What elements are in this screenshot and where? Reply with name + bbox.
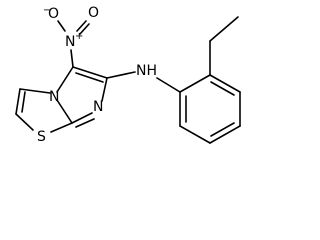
- bond-aryl-c4-c5: [209, 125, 241, 144]
- imidazole-ring-bonds: [56, 66, 108, 128]
- bond-aryl-c1-c2: [179, 74, 211, 93]
- bond-ch2-to-ch3: [209, 16, 239, 42]
- bond-c2-c3-inner: [21, 91, 26, 113]
- nitro-group-bonds: [57, 20, 90, 68]
- chemical-structure-diagram: O − N + O N N S NH: [15, 5, 241, 145]
- atom-bridgehead-nitrogen: N: [49, 89, 59, 105]
- bond-s-c2: [15, 113, 34, 131]
- charge-plus: +: [75, 31, 83, 42]
- bond-c6-nh: [106, 71, 136, 79]
- bond-c2-c3: [15, 88, 21, 115]
- bond-c6-n-imine: [101, 77, 108, 102]
- bond-aryl-c2-c3-inner: [210, 81, 235, 96]
- ethyl-group-bonds: [209, 16, 239, 76]
- bond-c3-n-bridge: [19, 88, 51, 94]
- bond-c5-c6-inner: [75, 72, 104, 83]
- benzene-ring-bonds: [179, 74, 241, 144]
- atom-nitro-nitrogen: N: [65, 34, 75, 50]
- bond-n-imine-c7a: [71, 112, 93, 124]
- thiazole-ring-bonds: [15, 88, 73, 133]
- bond-c7a-n-bridge: [56, 99, 73, 124]
- atom-sulfur: S: [37, 129, 46, 145]
- bond-n-bridge-c5: [56, 66, 74, 93]
- bond-c5-to-nitro-n: [70, 49, 74, 68]
- charge-minus: −: [43, 5, 51, 16]
- bond-aryl-c4-c5-inner: [210, 122, 235, 137]
- atom-imine-nitrogen: N: [93, 99, 103, 115]
- bond-o-minus-to-n-plus: [57, 20, 66, 32]
- bond-aryl-c2-c3: [209, 74, 241, 93]
- atom-oxygen-charged: O: [48, 6, 59, 22]
- bond-c5-c6: [72, 66, 108, 79]
- atom-amine: NH: [136, 63, 157, 79]
- amine-link-bonds: [106, 71, 181, 93]
- bond-aryl-c5-c6: [179, 125, 211, 144]
- bond-n-imine-c7a-inner: [75, 118, 95, 128]
- bond-c7a-s: [50, 122, 73, 133]
- atom-oxygen-double: O: [88, 5, 99, 21]
- bond-n-plus-to-o-double-a: [76, 20, 87, 32]
- bond-nh-aryl: [156, 77, 181, 93]
- bond-n-plus-to-o-double-b: [79, 23, 90, 35]
